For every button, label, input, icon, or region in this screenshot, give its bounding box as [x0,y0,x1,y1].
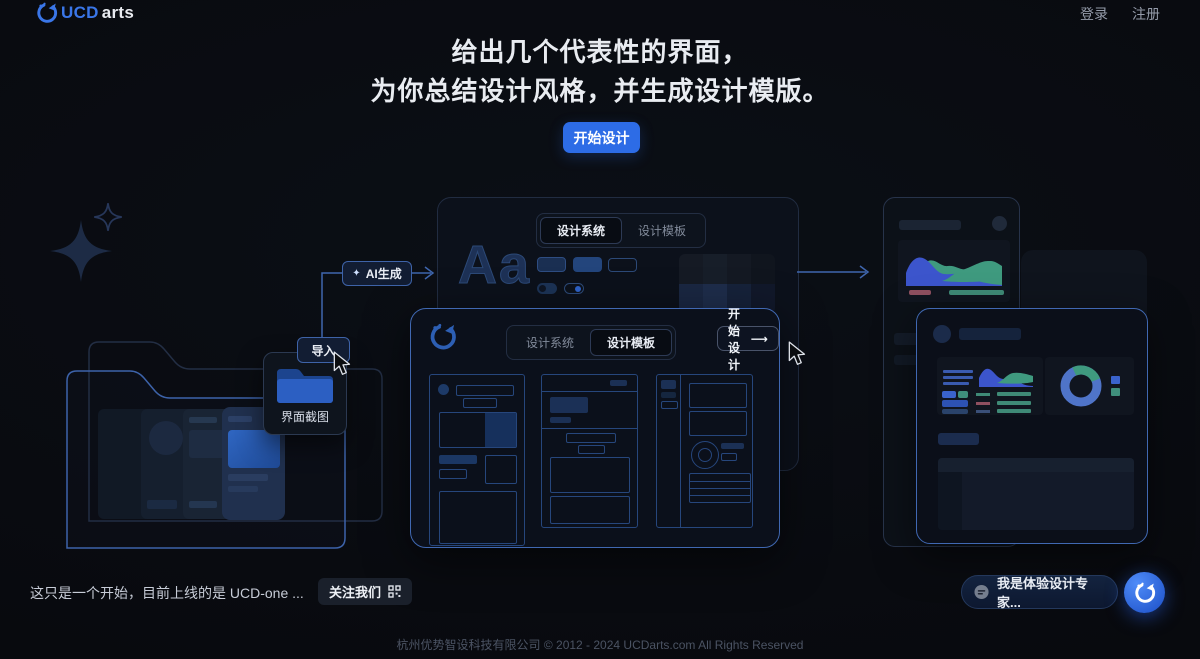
tab-design-system: 设计系统 [526,336,575,350]
area-chart [906,257,1002,286]
sparkle-small-icon [94,203,122,231]
button-pill-1 [537,257,566,272]
ai-badge-label: AI生成 [365,267,402,281]
mini-area-chart [979,368,1033,387]
logo-text-arts: arts [101,3,135,22]
chat-icon [974,584,989,600]
import-badge: 导入 [297,337,350,363]
button-pill-2 [573,257,602,272]
donut-icon [691,441,719,469]
start-design-cta[interactable]: 开始设计 [563,122,640,153]
button-pill-3 [608,258,637,272]
footer-copyright: 杭州优势智设科技有限公司 © 2012 - 2024 UCDarts.com A… [396,638,804,652]
sparkle-large-icon [50,220,112,282]
top-nav: 登录 注册 [1080,4,1160,24]
hero-title-line1: 给出几个代表性的界面， [451,37,749,67]
toggle-on [564,283,584,294]
assistant-logo-icon [1134,582,1155,603]
tab-design-system: 设计系统 [540,217,623,244]
cursor-icon-start [788,341,806,365]
dashboard-donut-card [1045,357,1134,415]
assistant-message: 我是体验设计专家... [997,576,1089,610]
flow-connectors [321,265,870,338]
login-link[interactable]: 登录 [1080,6,1108,22]
follow-us-button[interactable]: 关注我们 [318,578,413,605]
panel-logo-icon [430,323,456,350]
arrow-right-icon: ⟶ [750,331,768,346]
dashboard-mockup-panel [916,308,1148,544]
screenshot-folder-card: 界面截图 [263,352,347,435]
import-badge-label: 导入 [311,343,336,358]
logo-text-ucd: UCD [61,3,99,22]
folder-back-outline [88,341,383,522]
screenshot-card-label: 界面截图 [280,410,329,424]
assistant-chat-bubble[interactable]: 我是体验设计专家... [961,575,1118,610]
toggle-off [537,283,557,294]
tab-design-template: 设计模板 [638,224,687,238]
tab-design-template: 设计模板 [590,329,673,356]
design-template-panel: 设计系统 设计模板 开始设计 ⟶ [410,307,806,548]
qr-code-icon [388,585,401,598]
template-panel-tabs: 设计系统 设计模板 [506,325,677,360]
panel-start-design-button: 开始设计 ⟶ [717,307,779,372]
donut-chart [1060,365,1102,407]
ucdarts-swoosh-icon [37,2,58,23]
hero-title-line2: 为你总结设计风格，并生成设计模版。 [370,76,830,106]
cursor-icon-import [333,351,351,375]
dashboard-content-area [938,458,1134,530]
wireframe-column-2 [541,374,638,528]
ai-sparkle-icon: ✦ [352,268,361,279]
phone-area-chart-card [898,240,1010,302]
avatar [933,325,951,343]
type-specimen: Aa [457,235,532,295]
assistant-button[interactable] [1124,572,1165,613]
ai-generate-badge: ✦ AI生成 [342,261,412,286]
bottom-note: 这只是一个开始，目前上线的是 UCD-one ... [30,585,304,601]
wireframe-column-3 [656,374,753,528]
design-system-tabs: 设计系统 设计模板 [536,213,707,248]
blue-folder-icon [277,369,333,403]
hero-title: 给出几个代表性的界面， 为你总结设计风格，并生成设计模版。 [0,33,1200,111]
dashboard-stats-card [937,357,1043,415]
screenshot-thumb-4 [222,407,285,520]
register-link[interactable]: 注册 [1132,6,1160,22]
wireframe-column-1 [429,374,525,546]
